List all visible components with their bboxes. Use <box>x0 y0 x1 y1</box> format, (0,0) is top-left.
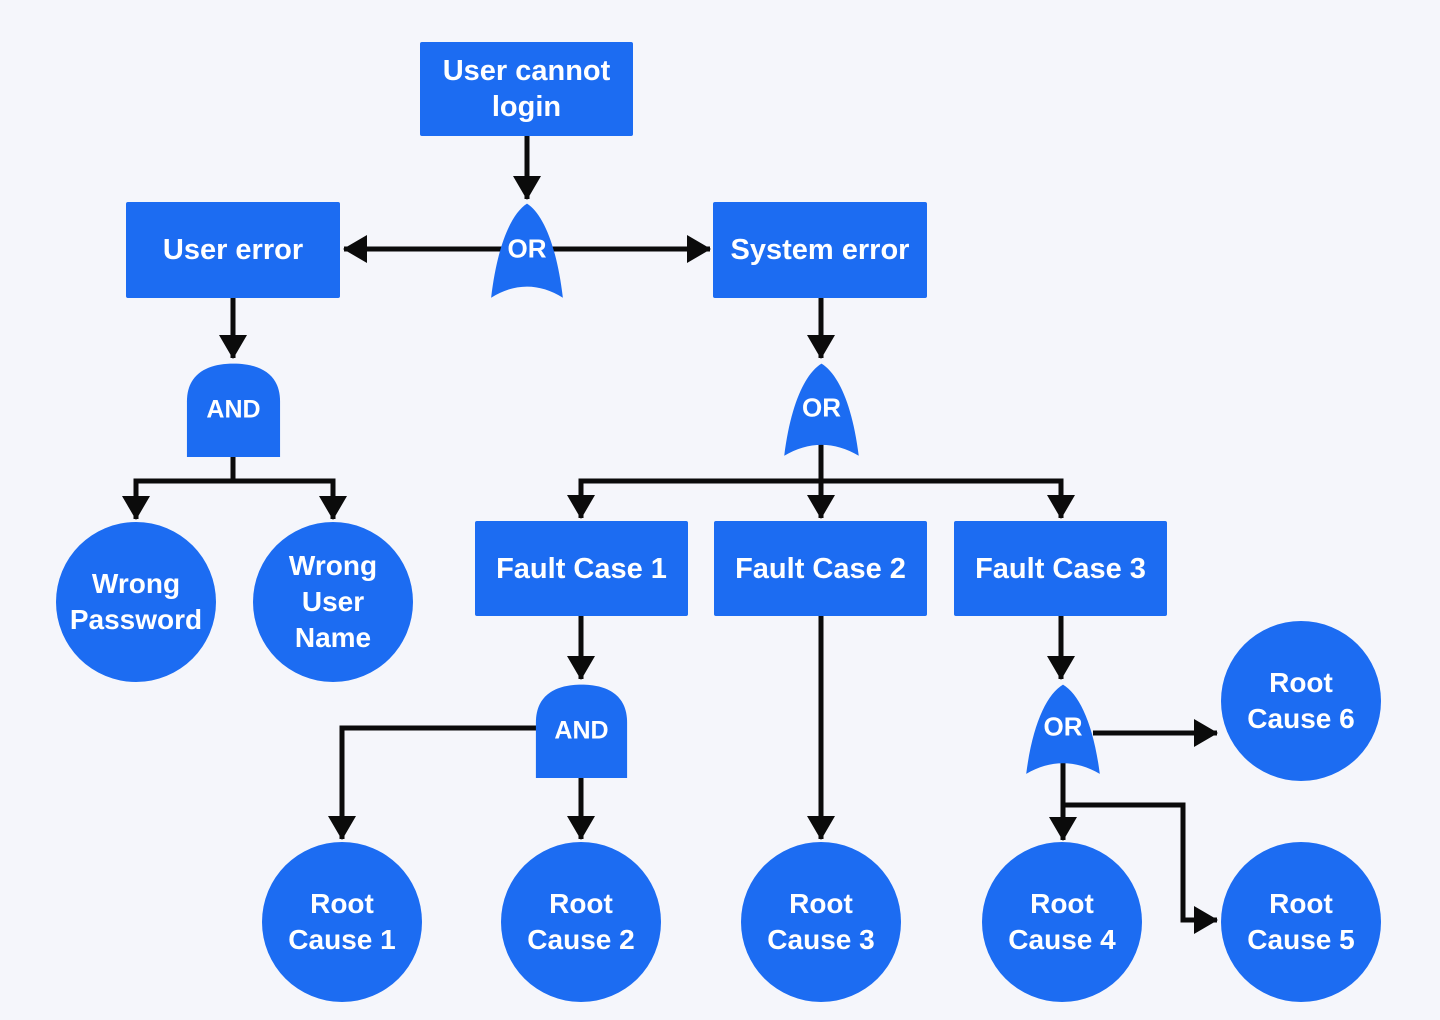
node-root-cause-5: Root Cause 5 <box>1221 842 1381 1002</box>
or-gate-shape <box>784 363 859 456</box>
node-top-event: User cannot login <box>420 42 633 136</box>
node-system-error: System error <box>713 202 927 298</box>
and-gate-fault-case-1: AND <box>534 683 629 778</box>
or-gate-system-error: OR <box>781 362 862 459</box>
node-fault-case-1: Fault Case 1 <box>475 521 688 616</box>
and-gate-shape <box>186 363 281 457</box>
and-gate-fault-case-1-label: AND <box>554 716 609 744</box>
node-root-cause-4: Root Cause 4 <box>982 842 1142 1002</box>
or-gate-system-error-label: OR <box>802 392 841 423</box>
node-fault-case-2: Fault Case 2 <box>714 521 927 616</box>
or-gate-fault-case-3-label: OR <box>1043 711 1083 742</box>
node-fault-case-3: Fault Case 3 <box>954 521 1167 616</box>
or-gate-top: OR <box>488 202 566 301</box>
or-gate-top-label: OR <box>507 233 547 264</box>
node-wrong-user-name: Wrong User Name <box>253 522 413 682</box>
node-root-cause-1: Root Cause 1 <box>262 842 422 1002</box>
or-gate-fault-case-3: OR <box>1023 683 1103 777</box>
and-gate-user-error: AND <box>185 362 282 457</box>
and-gate-user-error-label: AND <box>206 395 261 423</box>
or-gate-shape <box>491 203 563 298</box>
node-root-cause-3: Root Cause 3 <box>741 842 901 1002</box>
edge-and-fault1-to-root-cause-1 <box>328 725 540 840</box>
and-gate-shape <box>535 684 628 778</box>
edge-or-fault3-to-root-cause-5 <box>1060 802 1218 934</box>
node-user-error: User error <box>126 202 340 298</box>
or-gate-shape <box>1026 684 1100 774</box>
node-wrong-password: Wrong Password <box>56 522 216 682</box>
node-root-cause-2: Root Cause 2 <box>501 842 661 1002</box>
node-root-cause-6: Root Cause 6 <box>1221 621 1381 781</box>
